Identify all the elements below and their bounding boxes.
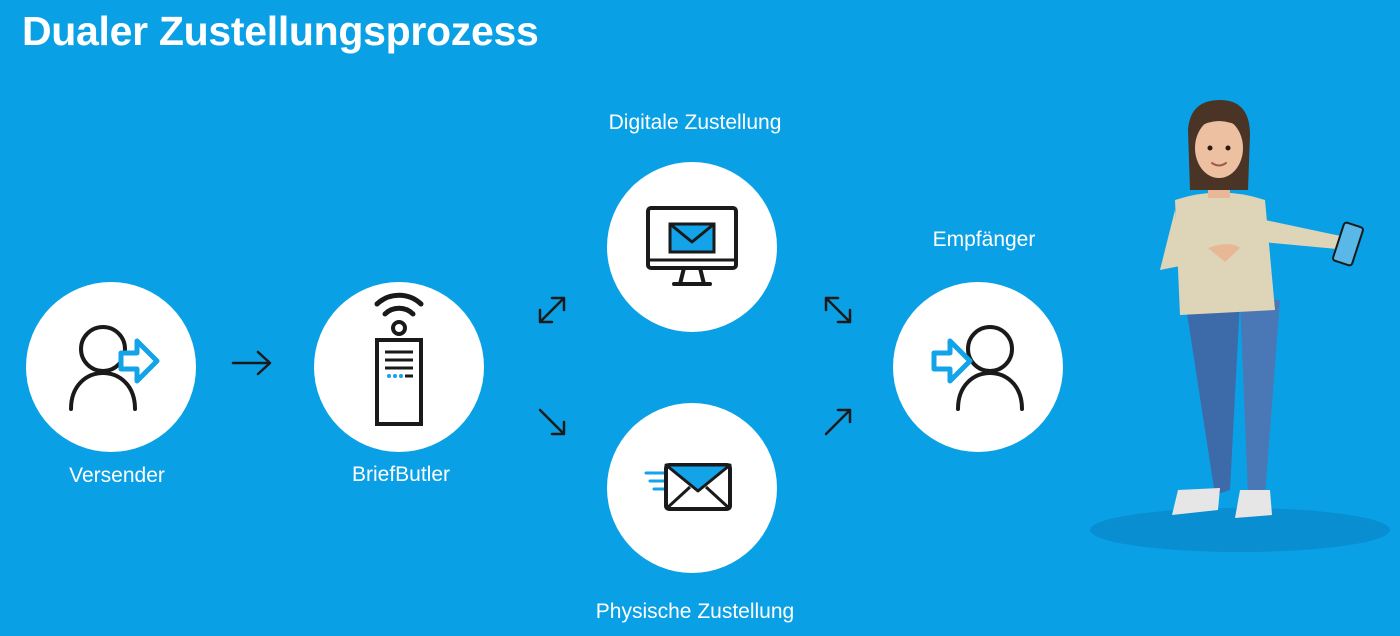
digital-label: Digitale Zustellung bbox=[608, 111, 782, 134]
digital-node bbox=[607, 162, 777, 332]
sender-node bbox=[26, 282, 196, 452]
server-tower-wifi-icon bbox=[374, 292, 424, 426]
fast-mail-icon bbox=[644, 463, 732, 511]
arrow-up-right-icon bbox=[824, 408, 852, 436]
monitor-mail-icon bbox=[646, 206, 738, 286]
arrow-right-icon bbox=[231, 350, 272, 376]
recipient-node bbox=[893, 282, 1063, 452]
recipient-label: Empfänger bbox=[932, 228, 1036, 251]
physical-label: Physische Zustellung bbox=[595, 600, 795, 623]
sender-label: Versender bbox=[69, 464, 165, 487]
briefbutler-node bbox=[314, 282, 484, 452]
user-send-icon bbox=[69, 325, 160, 411]
physical-node bbox=[607, 403, 777, 573]
arrow-down-right-icon bbox=[538, 408, 566, 436]
page-title: Dualer Zustellungsprozess bbox=[22, 8, 539, 54]
briefbutler-label: BriefButler bbox=[351, 463, 451, 486]
arrow-diagonal-both-icon bbox=[824, 296, 852, 324]
arrow-diagonal-both-icon bbox=[538, 296, 566, 324]
user-receive-icon bbox=[931, 325, 1024, 411]
person-illustration bbox=[1090, 100, 1390, 552]
